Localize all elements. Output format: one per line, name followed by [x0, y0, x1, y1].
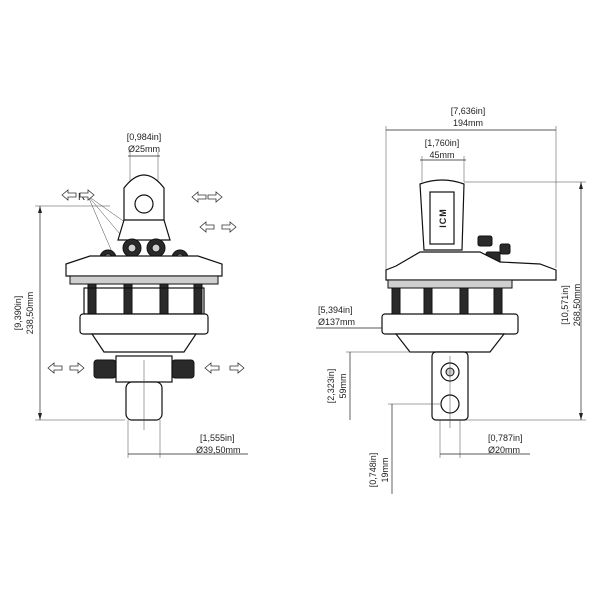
- side-pin-offset-mm: 19mm: [380, 457, 390, 482]
- side-top-plate-edge: [387, 279, 513, 289]
- eye-base: [117, 219, 171, 241]
- arrowhead: [579, 413, 583, 420]
- flow-arrow-icon: [199, 221, 237, 233]
- side-pin-dia-in: [0,787in]: [488, 433, 523, 443]
- side-top-width-mm: 45mm: [429, 150, 454, 160]
- flow-arrow-icon: [204, 362, 245, 374]
- front-shaft-dia-mm: Ø39,50mm: [196, 445, 241, 455]
- side-width-mm: 194mm: [453, 118, 483, 128]
- arrowhead: [38, 413, 42, 420]
- front-eye-width-in: [0,984in]: [127, 132, 162, 142]
- side-fitting-icon: [499, 243, 511, 255]
- front-shaft-dia-in: [1,555in]: [200, 433, 235, 443]
- side-view: [7,636in] 194mm [1,760in] 45mm [10,571in…: [316, 106, 586, 494]
- side-height-mm: 268,50mm: [572, 284, 582, 327]
- brand-logo: ICM: [438, 208, 448, 228]
- front-housing: [79, 313, 209, 335]
- lower-fitting-icon: [93, 359, 117, 379]
- front-height-in: [9,390in]: [13, 296, 23, 331]
- rotation-leader: [87, 195, 113, 253]
- flow-arrow-icon: [191, 191, 223, 203]
- side-pin-offset-in: [0,748in]: [368, 453, 378, 488]
- side-top-width-in: [1,760in]: [425, 138, 460, 148]
- side-width-in: [7,636in]: [451, 106, 486, 116]
- side-housing: [381, 313, 519, 335]
- arrowhead: [38, 206, 42, 213]
- lower-fitting-icon: [171, 359, 195, 379]
- rotation-leader: [87, 195, 126, 241]
- side-fitting-icon: [477, 235, 493, 247]
- side-housing-bottom: [394, 333, 506, 353]
- side-flange-dia-in: [5,394in]: [318, 305, 353, 315]
- rotation-label: R: [78, 192, 85, 203]
- eye-hole: [134, 194, 154, 214]
- side-flange-dia-mm: Ø137mm: [318, 317, 355, 327]
- bolt: [423, 287, 433, 315]
- side-shaft-len-in: [2,323in]: [326, 369, 336, 404]
- arrowhead: [579, 182, 583, 189]
- flow-arrow-icon: [61, 189, 95, 201]
- front-eye-width-mm: Ø25mm: [128, 144, 160, 154]
- side-shaft-len-mm: 59mm: [338, 373, 348, 398]
- front-housing-bottom: [90, 333, 198, 353]
- flow-arrow-icon: [47, 362, 85, 374]
- bracket-plate: [429, 191, 455, 245]
- bolt: [459, 287, 469, 315]
- side-pin-dia-mm: Ø20mm: [488, 445, 520, 455]
- bolt: [391, 287, 401, 315]
- front-height-mm: 238,50mm: [25, 292, 35, 335]
- front-view: [9,390in] 238,50mm [0,984in] Ø25mm R: [13, 132, 248, 458]
- side-top-plate: [385, 251, 557, 281]
- side-height-in: [10,571in]: [560, 285, 570, 325]
- front-top-plate: [65, 255, 223, 277]
- front-top-plate-edge: [69, 275, 219, 285]
- bolt: [493, 287, 503, 315]
